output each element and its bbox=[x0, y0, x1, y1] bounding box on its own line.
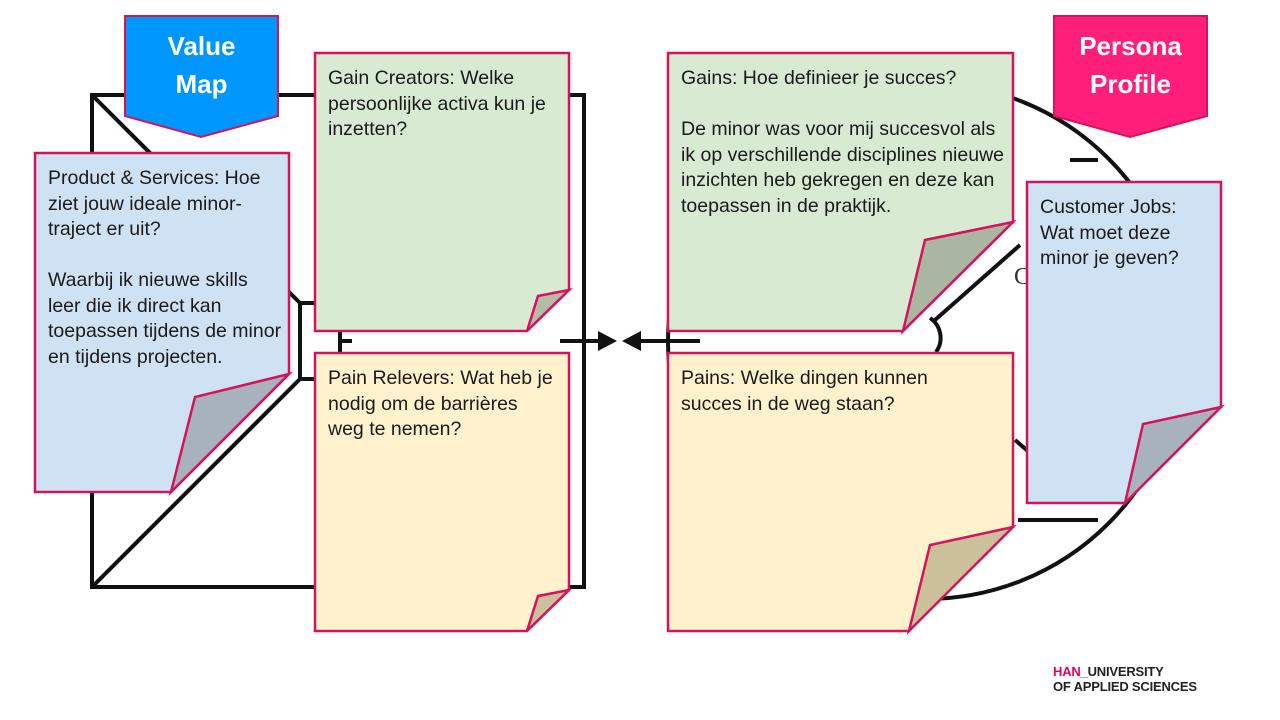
note-pain-relievers bbox=[313, 351, 573, 633]
arrow-right-head bbox=[598, 331, 617, 351]
fit-arrows bbox=[560, 331, 700, 351]
note-customer-jobs bbox=[1025, 180, 1225, 507]
logo-line1: UNIVERSITY bbox=[1087, 664, 1164, 679]
persona-profile-banner-label: Persona Profile bbox=[1079, 31, 1182, 99]
logo-line2: OF APPLIED SCIENCES bbox=[1053, 679, 1197, 694]
note-gains bbox=[666, 51, 1017, 335]
persona-profile-banner bbox=[1053, 15, 1208, 139]
logo-han-prefix: HAN_ bbox=[1053, 664, 1088, 679]
value-map-banner-label: Value Map bbox=[167, 31, 236, 99]
han-university-logo: HAN_UNIVERSITY OF APPLIED SCIENCES bbox=[1053, 664, 1197, 694]
note-pains bbox=[666, 351, 1017, 636]
value-map-banner bbox=[124, 15, 279, 139]
note-product-services bbox=[33, 151, 294, 497]
arrow-left-head bbox=[622, 331, 641, 351]
note-gain-creators bbox=[313, 51, 573, 333]
